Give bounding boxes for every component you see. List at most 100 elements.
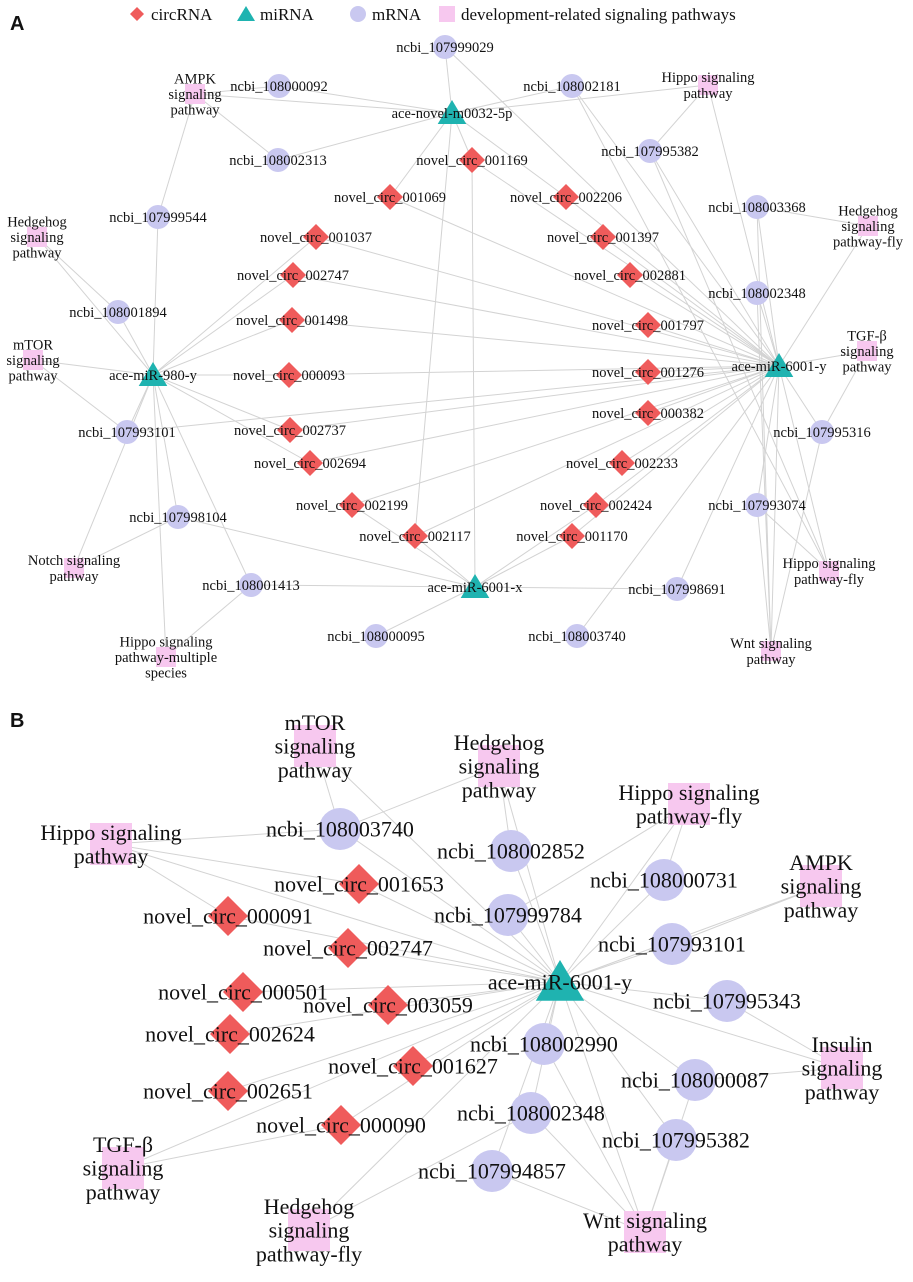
circrna-node: novel_circ_001797 — [592, 312, 704, 338]
node-label: Insulin — [811, 1032, 872, 1057]
network-edge — [647, 365, 780, 373]
network-edge — [73, 516, 179, 569]
pathway-square-icon — [819, 561, 839, 581]
network-edge — [559, 981, 843, 1069]
network-edge — [559, 879, 665, 983]
node-label: signaling — [459, 754, 540, 779]
node-label: ncbi_107999544 — [109, 210, 207, 226]
network-edge — [358, 883, 561, 983]
network-edge — [309, 365, 780, 464]
network-edge — [571, 365, 780, 537]
node-label: pathway-fly — [794, 572, 865, 588]
mrna-circle-icon — [487, 894, 529, 936]
network-edge — [194, 93, 279, 161]
circrna-diamond-icon — [210, 1014, 250, 1054]
mrna-circle-icon — [266, 148, 290, 172]
network-edge — [308, 981, 561, 1231]
node-label: ace-miR-980-y — [109, 368, 198, 384]
network-edge — [291, 319, 780, 367]
node-label: novel_circ_002747 — [263, 936, 433, 961]
network-edge — [491, 1170, 646, 1233]
network-edge — [474, 504, 597, 588]
mrna-circle-icon — [745, 195, 769, 219]
mrna-circle-icon — [638, 139, 662, 163]
node-label: Hippo signaling — [119, 634, 212, 650]
circrna-node: novel_circ_001627 — [328, 1046, 498, 1086]
mrna-node: ncbi_108003368 — [708, 195, 806, 219]
network-edge — [242, 981, 561, 993]
pathway-square-icon — [668, 783, 710, 825]
network-edge — [676, 365, 780, 590]
node-label: species — [145, 666, 187, 682]
network-edge — [778, 350, 868, 367]
mirna-node: ace-miR-6001-y — [488, 960, 632, 1001]
node-label: pathway — [784, 897, 859, 922]
node-label: novel_circ_001653 — [274, 872, 444, 897]
network-edge — [671, 885, 822, 945]
network-edge — [778, 365, 830, 572]
network-edge — [339, 765, 500, 830]
node-label: novel_circ_002651 — [143, 1079, 313, 1104]
pathway-square-icon — [185, 84, 205, 104]
network-edge — [756, 365, 780, 506]
legend-label: development-related signaling pathways — [461, 5, 736, 24]
network-edge — [451, 85, 573, 114]
network-edge — [414, 535, 476, 588]
network-edge — [444, 46, 780, 367]
node-label: ncbi_108002348 — [457, 1101, 605, 1126]
node-label: novel_circ_001627 — [328, 1054, 498, 1079]
circrna-node: novel_circ_002624 — [145, 1014, 315, 1054]
mirna-triangle-icon — [437, 100, 467, 125]
node-label: Wnt signaling — [730, 636, 812, 652]
network-edge — [559, 803, 690, 983]
node-label: TGF-β — [93, 1132, 153, 1157]
network-edge — [412, 981, 561, 1067]
mrna-circle-icon — [523, 1023, 565, 1065]
node-label: ncbi_107993074 — [708, 498, 806, 514]
mrna-node: ncbi_107994857 — [418, 1150, 566, 1192]
mirna-node: ace-miR-6001-x — [427, 574, 523, 599]
circrna-node: novel_circ_000093 — [233, 362, 345, 388]
node-label: ncbi_108002348 — [708, 286, 805, 302]
pathway-square-icon — [23, 350, 43, 370]
network-panel-b: mTORsignalingpathwayHedgehogsignalingpat… — [40, 710, 882, 1267]
network-edge — [278, 85, 453, 114]
legend-label: circRNA — [151, 5, 213, 24]
pathway-square-icon — [102, 1147, 144, 1189]
circrna-node: novel_circ_000501 — [158, 972, 328, 1012]
circrna-node: novel_circ_002747 — [237, 262, 349, 288]
node-label: ncbi_107993101 — [78, 425, 175, 441]
mrna-node: ncbi_108000092 — [230, 74, 328, 98]
circrna-node: novel_circ_002117 — [359, 523, 471, 549]
pathway-square-icon — [800, 865, 842, 907]
mrna-node: ncbi_108000087 — [621, 1059, 769, 1101]
mrna-circle-icon — [651, 923, 693, 965]
node-label: Hippo signaling — [782, 556, 875, 572]
network-edge — [571, 85, 780, 367]
network-edge — [351, 365, 780, 506]
mrna-node: ncbi_107993101 — [78, 420, 176, 444]
node-label: ace-novel-m0032-5p — [392, 106, 513, 122]
mrna-node: ncbi_107995343 — [653, 980, 801, 1022]
network-edge — [471, 159, 780, 367]
network-edge — [602, 236, 780, 367]
circrna-diamond-icon — [609, 450, 635, 476]
pathway-square-icon — [90, 823, 132, 865]
square-icon — [439, 6, 455, 22]
mrna-node: ncbi_107999029 — [396, 35, 494, 59]
node-label: Hedgehog — [264, 1194, 354, 1219]
network-edge — [621, 365, 780, 464]
node-label: ncbi_107995316 — [773, 425, 870, 441]
circrna-node: novel_circ_002206 — [510, 184, 622, 210]
network-edge — [770, 431, 823, 652]
network-edge — [507, 803, 690, 916]
